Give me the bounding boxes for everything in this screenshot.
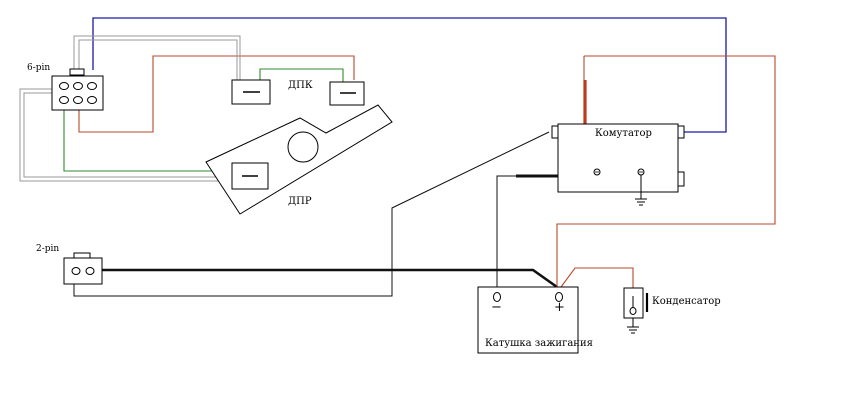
- komutator-box[interactable]: [551, 123, 685, 206]
- condenser-label: Конденсатор: [652, 296, 721, 307]
- gray-wire-dpr-2: [23, 92, 232, 178]
- black-wire-thick: [100, 268, 558, 289]
- coil-terminal-plus: [555, 292, 563, 302]
- red-wire-dpk: [78, 55, 355, 133]
- blue-wire: [92, 17, 727, 133]
- gray-wire-dpk: [73, 35, 241, 80]
- dpk-sensor-right[interactable]: [329, 81, 365, 106]
- two-pin-connector[interactable]: [63, 252, 103, 285]
- dpr-label: ДПР: [288, 196, 312, 207]
- six-pin-socket: [73, 96, 83, 104]
- six-pin-socket: [59, 82, 69, 90]
- six-pin-socket: [87, 82, 97, 90]
- six-pin-socket: [87, 96, 97, 104]
- komutator-label: Комутатор: [595, 128, 652, 139]
- red-wire-coil: [556, 55, 776, 287]
- coil-plus-label: +: [554, 300, 565, 315]
- gray-wire-dpr: [19, 88, 232, 182]
- dpk-sensor-left[interactable]: [231, 79, 271, 105]
- dpr-plate[interactable]: [205, 104, 393, 215]
- green-wire-dpr: [63, 100, 232, 172]
- coil-minus-label: −: [491, 300, 502, 315]
- green-wire-dpk: [259, 68, 344, 82]
- ignition-coil-label: Катушка зажигания: [485, 338, 593, 349]
- ground-icon: [635, 175, 647, 206]
- six-pin-socket: [73, 82, 83, 90]
- ignition-coil-box[interactable]: [477, 286, 579, 354]
- coil-terminal-minus: [493, 292, 501, 302]
- six-pin-socket: [59, 96, 69, 104]
- six-pin-label: 6-pin: [27, 63, 51, 73]
- dpk-label: ДПК: [288, 80, 313, 91]
- red-wire-condenser: [560, 267, 634, 288]
- ground-icon: [627, 318, 639, 334]
- condenser[interactable]: [623, 287, 649, 334]
- black-wire-thin: [73, 131, 550, 297]
- gray-wire-dpk-2: [78, 39, 238, 80]
- two-pin-label: 2-pin: [36, 244, 60, 254]
- six-pin-connector[interactable]: [51, 68, 104, 111]
